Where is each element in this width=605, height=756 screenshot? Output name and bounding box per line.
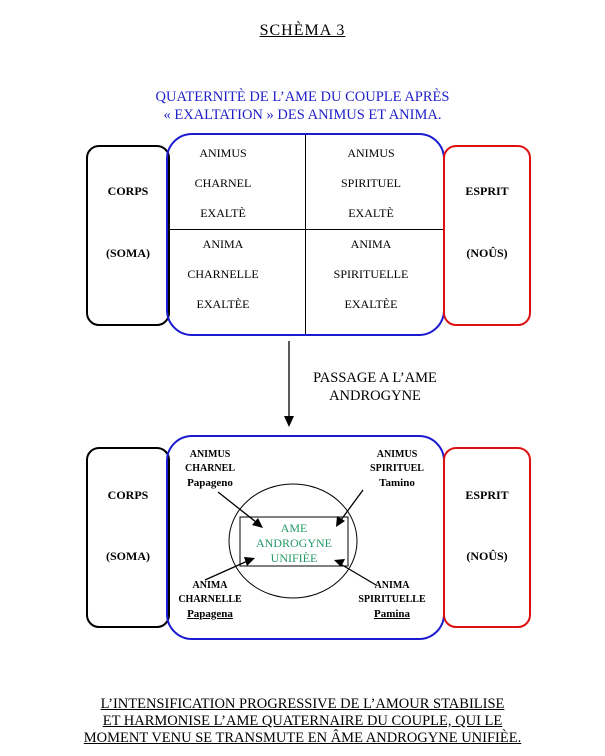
bottom-corps-box: CORPS (SOMA) <box>86 447 170 628</box>
anima-charnelle-line-1: ANIMA <box>192 580 228 591</box>
quadrant-text: ANIMA <box>202 237 244 251</box>
subtitle-line-2: « EXALTATION » DES ANIMUS ET ANIMA. <box>163 107 442 123</box>
footer-line-1: L’INTENSIFICATION PROGRESSIVE DE L’AMOUR… <box>100 696 505 712</box>
passage-label: PASSAGE A L’AME ANDROGYNE <box>290 369 460 405</box>
quadrant-text: ANIMUS <box>347 146 395 160</box>
top-vertical-divider <box>305 135 306 334</box>
quadrant-text: CHARNELLE <box>187 267 259 281</box>
top-soma-label: (SOMA) <box>106 246 150 260</box>
arrow-animus-spirituel-icon <box>337 489 364 525</box>
animus-charnel-line-1: ANIMUS <box>189 449 231 460</box>
quadrant-anima-spirituelle: ANIMA SPIRITUELLE EXALTÈE <box>316 229 426 319</box>
top-esprit-box: ESPRIT (NOÛS) <box>443 145 531 326</box>
top-corps-box: CORPS (SOMA) <box>86 145 170 326</box>
center-line-3: UNIFIÈE <box>270 551 318 565</box>
bottom-esprit-box: ESPRIT (NOÛS) <box>443 447 531 628</box>
quadrant-text: EXALTÈ <box>200 206 246 220</box>
bottom-corps-label: CORPS <box>107 488 149 502</box>
bottom-nous-label: (NOÛS) <box>466 549 508 563</box>
top-nous-label: (NOÛS) <box>466 246 508 260</box>
animus-spirituel-line-1: ANIMUS <box>376 449 418 460</box>
papagena-name: Papagena <box>187 608 233 620</box>
quadrant-text: SPIRITUEL <box>341 176 401 190</box>
conclusion-text: L’INTENSIFICATION PROGRESSIVE DE L’AMOUR… <box>0 696 605 747</box>
papageno-name: Papageno <box>187 477 233 489</box>
tamino-name: Tamino <box>379 477 415 489</box>
arrow-anima-spirituelle-icon <box>336 561 377 586</box>
androgyne-soul-label: AME ANDROGYNE UNIFIÈE <box>240 521 348 566</box>
down-arrow-icon <box>284 341 294 427</box>
top-corps-label: CORPS <box>107 184 149 198</box>
label-animus-charnel: ANIMUS CHARNEL Papageno <box>168 448 252 490</box>
footer-line-3: MOMENT VENU SE TRANSMUTE EN ÂME ANDROGYN… <box>83 730 522 746</box>
quadrant-text: EXALTÈ <box>348 206 394 220</box>
anima-spirituelle-line-1: ANIMA <box>374 580 410 591</box>
label-anima-charnelle: ANIMA CHARNELLE Papagena <box>168 579 252 621</box>
quadrant-animus-spirituel: ANIMUS SPIRITUEL EXALTÈ <box>316 138 426 228</box>
quadrant-text: ANIMUS <box>199 146 247 160</box>
quadrant-anima-charnelle: ANIMA CHARNELLE EXALTÈE <box>168 229 278 319</box>
anima-spirituelle-line-2: SPIRITUELLE <box>358 594 426 605</box>
passage-line-1: PASSAGE A L’AME <box>313 370 437 386</box>
arrow-anima-charnelle-icon <box>204 558 253 581</box>
androgyne-ellipse <box>228 483 358 599</box>
androgyne-figure <box>204 483 377 599</box>
page-title: SCHÈMA 3 <box>259 22 346 39</box>
quadrant-text: ANIMA <box>350 237 392 251</box>
arrow-animus-charnel-icon <box>217 491 262 527</box>
pamina-name: Pamina <box>373 608 411 620</box>
center-line-1: AME <box>280 521 308 535</box>
diagram-subtitle: QUATERNITÈ DE L’AME DU COUPLE APRÈS « EX… <box>0 88 605 124</box>
quadrant-text: EXALTÈE <box>196 297 250 311</box>
quadrant-text: EXALTÈE <box>344 297 398 311</box>
passage-line-2: ANDROGYNE <box>329 388 421 404</box>
bottom-soma-label: (SOMA) <box>106 549 150 563</box>
center-line-2: ANDROGYNE <box>256 536 332 550</box>
quadrant-animus-charnel: ANIMUS CHARNEL EXALTÈ <box>168 138 278 228</box>
subtitle-line-1: QUATERNITÈ DE L’AME DU COUPLE APRÈS <box>155 89 450 105</box>
animus-spirituel-line-2: SPIRITUEL <box>370 463 424 474</box>
bottom-esprit-label: ESPRIT <box>465 488 509 502</box>
animus-charnel-line-2: CHARNEL <box>184 463 235 474</box>
androgyne-rect <box>239 516 349 567</box>
anima-charnelle-line-2: CHARNELLE <box>178 594 242 605</box>
top-horizontal-divider <box>168 229 443 230</box>
quadrant-text: CHARNEL <box>194 176 252 190</box>
footer-line-2: ET HARMONISE L’AME QUATERNAIRE DU COUPLE… <box>102 713 503 729</box>
label-animus-spirituel: ANIMUS SPIRITUEL Tamino <box>355 448 439 490</box>
quadrant-text: SPIRITUELLE <box>333 267 409 281</box>
label-anima-spirituelle: ANIMA SPIRITUELLE Pamina <box>350 579 434 621</box>
top-esprit-label: ESPRIT <box>465 184 509 198</box>
